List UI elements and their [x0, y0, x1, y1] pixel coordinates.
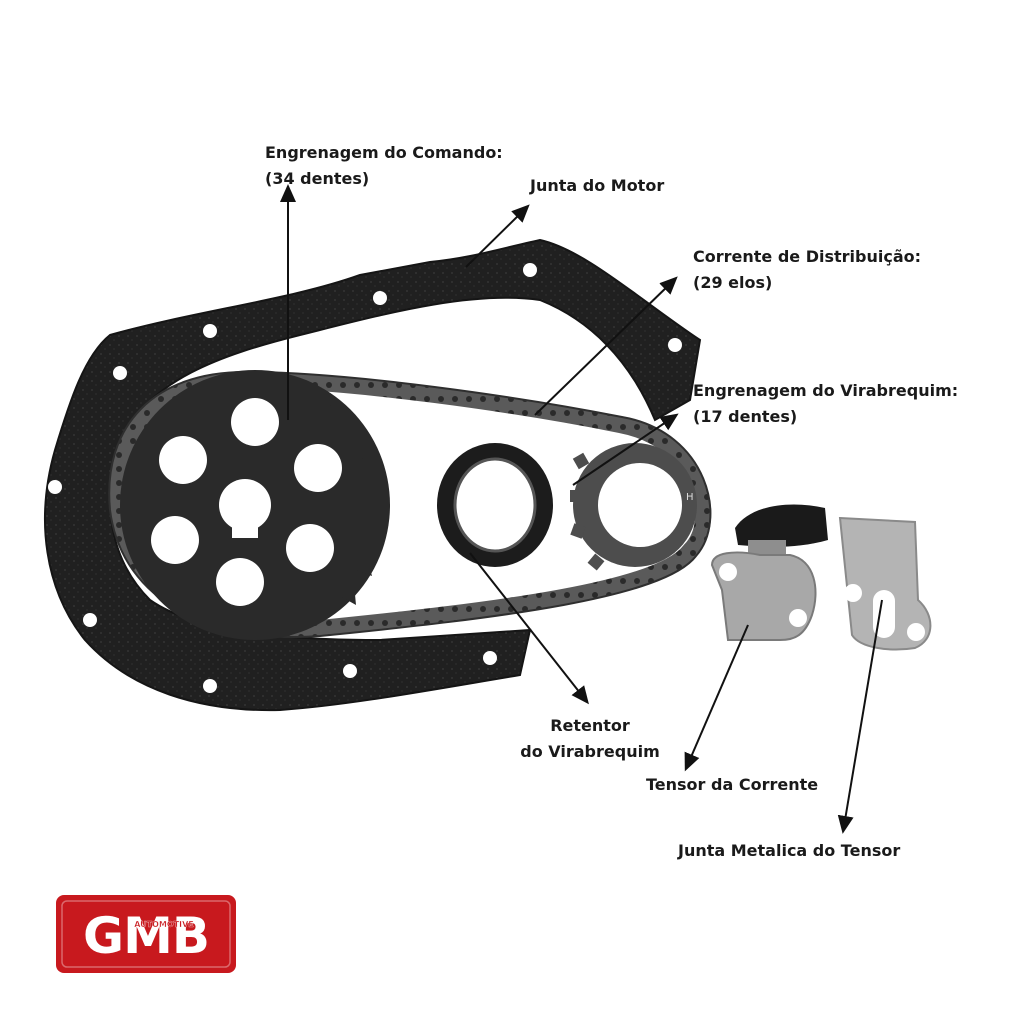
- arrow-timing-chain: [534, 276, 678, 416]
- svg-text:GMB: GMB: [83, 907, 209, 965]
- label-chain-tensioner-line1: Tensor da Corrente: [646, 775, 819, 794]
- svg-text:H: H: [686, 492, 694, 503]
- label-timing-chain: Corrente de Distribuição: (29 elos): [693, 244, 921, 296]
- label-camshaft-gear-line2: (34 dentes): [265, 169, 370, 188]
- arrow-crank-gear: [572, 413, 679, 486]
- label-crankshaft-gear-line2: (17 dentes): [693, 407, 798, 426]
- label-crankshaft-seal: Retentor do Virabrequim: [505, 713, 675, 765]
- label-chain-tensioner: Tensor da Corrente: [646, 772, 818, 798]
- arrow-crank-seal: [469, 552, 589, 705]
- label-tensioner-gasket: Junta Metalica do Tensor: [678, 838, 900, 864]
- gmb-automotive-logo: GMB AUTOMOTIVE: [56, 895, 236, 973]
- label-engine-gasket-line1: Junta do Motor: [530, 176, 665, 195]
- chain-tensioner: [710, 504, 828, 641]
- tensioner-metal-gasket: [838, 516, 932, 651]
- label-camshaft-gear: Engrenagem do Comando: (34 dentes): [265, 140, 503, 192]
- camshaft-gear: [120, 370, 390, 640]
- leader-arrows: [280, 184, 883, 834]
- label-camshaft-gear-line1: Engrenagem do Comando:: [265, 143, 503, 162]
- label-crankshaft-gear: Engrenagem do Virabrequim: (17 dentes): [693, 378, 958, 430]
- label-timing-chain-line2: (29 elos): [693, 273, 773, 292]
- crankshaft-seal: [437, 443, 553, 567]
- label-crankshaft-seal-line1: Retentor: [550, 716, 630, 735]
- svg-text:AUTOMOTIVE: AUTOMOTIVE: [134, 920, 194, 929]
- arrow-engine-gasket: [465, 204, 530, 268]
- label-crankshaft-gear-line1: Engrenagem do Virabrequim:: [693, 381, 959, 400]
- arrow-chain-tensioner: [684, 624, 749, 772]
- arrow-tensioner-gasket: [837, 599, 883, 834]
- label-timing-chain-line1: Corrente de Distribuição:: [693, 247, 922, 266]
- label-engine-gasket: Junta do Motor: [530, 173, 664, 199]
- label-tensioner-gasket-line1: Junta Metalica do Tensor: [678, 841, 901, 860]
- label-crankshaft-seal-line2: do Virabrequim: [520, 742, 660, 761]
- crankshaft-gear: H: [570, 443, 697, 571]
